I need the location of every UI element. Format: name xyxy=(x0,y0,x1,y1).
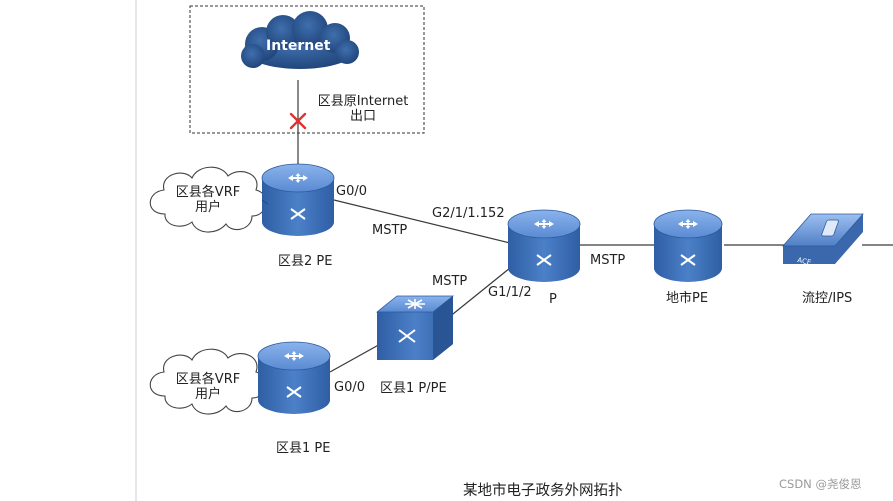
switch-county1-ppe-icon xyxy=(375,295,455,360)
legacy-exit-label: 区县原Internet 出口 xyxy=(308,94,418,124)
port-county2-uplink: G0/0 xyxy=(336,184,367,199)
county1-ppe-label: 区县1 P/PE xyxy=(380,381,447,396)
city-pe-label: 地市PE xyxy=(666,291,709,306)
county2-pe-label: 区县2 PE xyxy=(278,254,333,269)
port-p-from-county2: G2/1/1.152 xyxy=(432,206,505,221)
ace-ips-device-icon: ACE xyxy=(782,213,864,267)
router-county1-pe-icon xyxy=(257,341,331,414)
internet-zone-box xyxy=(189,5,425,134)
p-router-label: P xyxy=(549,292,557,307)
link-cut-icon xyxy=(289,112,307,130)
link-county1ppe-to-p xyxy=(447,267,511,319)
county1-pe-label: 区县1 PE xyxy=(276,441,331,456)
link-county2-p-label: MSTP xyxy=(372,223,408,238)
vrf-cloud-top-line2: 用户 xyxy=(194,200,221,215)
legacy-exit-line1: 区县原Internet xyxy=(317,94,409,109)
router-county2-pe-icon xyxy=(261,163,335,236)
link-county2-to-p xyxy=(333,199,511,244)
ace-device-text: ACE xyxy=(797,256,812,267)
vrf-cloud-top-icon xyxy=(149,166,267,233)
vrf-cloud-bottom-label: 区县各VRF 用户 xyxy=(168,372,248,402)
vrf-cloud-bottom-line1: 区县各VRF xyxy=(175,372,241,387)
router-city-pe-icon xyxy=(653,209,723,282)
link-county1-p-label: MSTP xyxy=(432,274,468,289)
internet-cloud-icon xyxy=(241,11,359,69)
link-county1pe-to-county1ppe xyxy=(329,341,385,373)
vrf-cloud-top-label: 区县各VRF 用户 xyxy=(168,185,248,215)
watermark-text: CSDN @尧俊恩 xyxy=(779,477,862,491)
vrf-cloud-bottom-icon xyxy=(149,348,267,415)
internet-label: Internet xyxy=(266,38,331,54)
vrf-cloud-bottom-line2: 用户 xyxy=(194,387,221,402)
port-county1-uplink: G0/0 xyxy=(334,380,365,395)
port-p-from-county1: G1/1/2 xyxy=(488,285,532,300)
router-p-icon xyxy=(507,209,581,282)
legacy-exit-line2: 出口 xyxy=(349,109,376,124)
link-p-city-label: MSTP xyxy=(590,253,626,268)
diagram-title: 某地市电子政务外网拓扑 xyxy=(463,483,623,499)
flow-ips-label: 流控/IPS xyxy=(802,291,853,306)
vrf-cloud-top-line1: 区县各VRF xyxy=(175,185,241,200)
